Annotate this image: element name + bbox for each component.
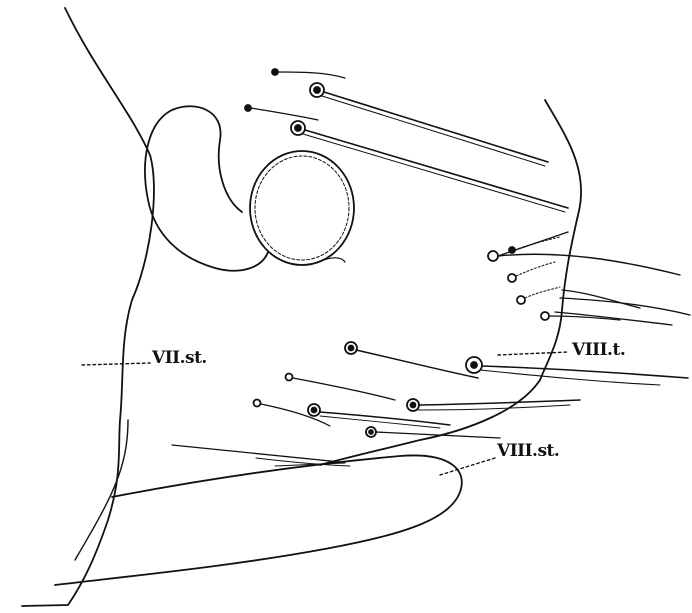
lower-lobe-outline — [55, 455, 462, 585]
lower-setae — [172, 342, 688, 466]
posterior-margin-right — [320, 100, 581, 465]
body-outline-left — [22, 8, 154, 606]
spermatheca-bulb — [250, 151, 354, 265]
label-viii-sternite: VIII.st. — [497, 441, 559, 461]
spermatheca-bulb-inner — [255, 156, 349, 260]
tergite-notch-2 — [555, 312, 672, 325]
leader-viii-t — [498, 352, 568, 355]
spermatheca-loop — [145, 106, 268, 270]
tergite-notch-3 — [560, 298, 690, 315]
upper-setae — [245, 69, 568, 212]
leader-viii-st — [440, 458, 495, 475]
leader-vii-st — [82, 363, 150, 365]
label-vii-sternite: VII.st. — [152, 348, 207, 368]
label-viii-tergite: VIII.t. — [572, 340, 625, 360]
